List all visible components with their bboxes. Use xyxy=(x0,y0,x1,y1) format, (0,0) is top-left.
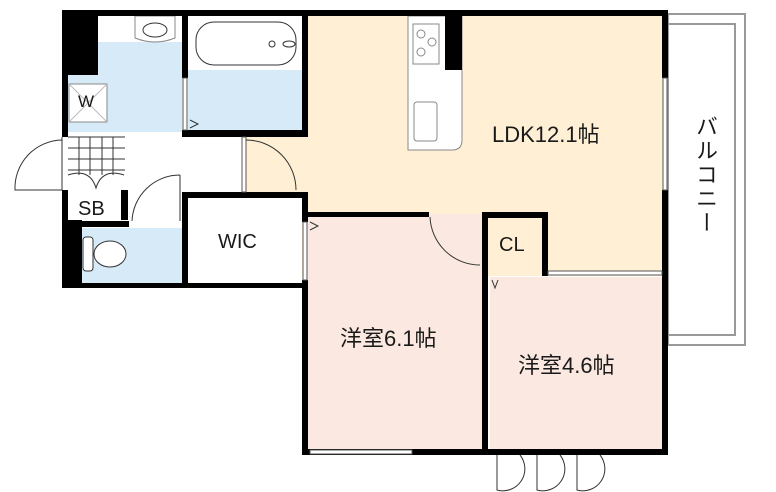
walls xyxy=(62,10,668,455)
closet-label: CL xyxy=(499,234,525,256)
washer-label: W xyxy=(78,92,95,111)
balcony-doors xyxy=(496,454,606,492)
washer-pan-icon xyxy=(68,83,108,123)
bedroom-1-door xyxy=(429,216,481,266)
kitchen-counter xyxy=(407,14,463,151)
windows xyxy=(182,77,668,455)
wic-label: WIC xyxy=(218,231,257,253)
kitchen-sink-icon xyxy=(413,101,438,142)
bathroom-floor xyxy=(188,70,302,130)
toilet-icon xyxy=(82,236,127,272)
washbasin-icon xyxy=(134,15,176,43)
bedroom-1-floor xyxy=(304,214,487,454)
ldk-label: LDK12.1帖 xyxy=(492,122,600,147)
doors xyxy=(14,119,606,492)
toilet-door xyxy=(131,174,181,222)
corridor-floor-ldk xyxy=(245,135,305,197)
shoe-box-label: SB xyxy=(78,198,105,220)
balcony-label: バルコニー xyxy=(693,115,718,235)
entrance-tiles xyxy=(68,136,125,175)
ldk-door xyxy=(245,139,297,191)
entrance-door xyxy=(14,137,63,191)
stove-icon xyxy=(412,23,440,65)
shoe-box-doors xyxy=(67,172,125,190)
western-room-1-label: 洋室6.1帖 xyxy=(340,326,437,351)
western-room-2-label: 洋室4.6帖 xyxy=(518,353,615,378)
bedroom-2-floor xyxy=(490,277,662,454)
balcony xyxy=(667,13,746,346)
bathtub-icon xyxy=(195,21,297,66)
